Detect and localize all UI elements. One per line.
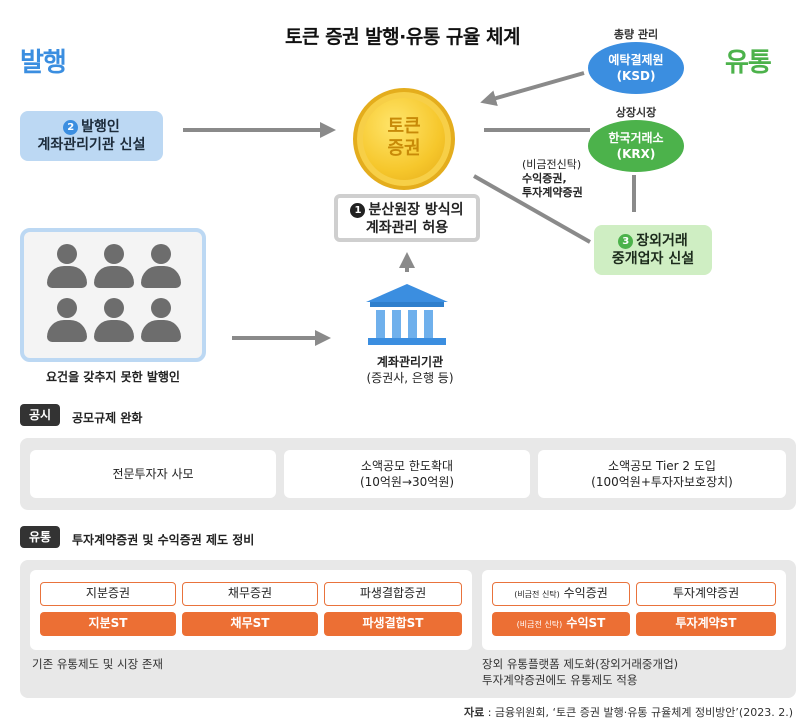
permission-line2: 계좌관리 허용 <box>365 220 449 236</box>
ksd-line2: (KSD) <box>616 69 656 83</box>
ksd-line1: 예탁결제원 <box>608 53 664 67</box>
public-card-3-line2: (100억원+투자자보호장치) <box>591 475 733 489</box>
public-card-2: 소액공모 한도확대 (10억원→30억원) <box>284 450 530 498</box>
dist-panel: 지분증권 채무증권 파생결합증권 지분ST 채무ST 파생결합ST 기존 유통제… <box>20 560 796 698</box>
step-number-2: 2 <box>63 120 79 135</box>
bank-icon <box>366 284 448 345</box>
krx-line2: (KRX) <box>616 147 656 161</box>
dist-section-heading: 투자계약증권 및 수익증권 제도 정비 <box>72 533 255 547</box>
otc-box-line1: 장외거래 <box>636 233 688 249</box>
public-card-3-line1: 소액공모 Tier 2 도입 <box>608 459 716 473</box>
otc-sec-line3: 투자계약증권 <box>522 186 583 199</box>
investment-contract-st-box: 투자계약ST <box>636 612 776 636</box>
page-title: 토큰 증권 발행·유통 규율 체계 <box>285 26 520 48</box>
public-card-2-line2: (10억원→30억원) <box>359 475 455 489</box>
new-securities-panel: (비금전 신탁) 수익증권 투자계약증권 (비금전 신탁) 수익ST 투자계약S… <box>482 570 786 650</box>
krx-caption: 상장시장 <box>615 106 657 119</box>
beneficiary-prefix: (비금전 신탁) <box>514 590 560 599</box>
new-caption-line2: 투자계약증권에도 유통제도 적용 <box>482 673 638 687</box>
derivative-st-box: 파생결합ST <box>324 612 462 636</box>
ksd-caption: 총량 관리 <box>613 28 659 41</box>
source-note: 자료 : 금융위원회, ‘토큰 증권 발행·유통 규율체계 정비방안’(2023… <box>464 704 793 720</box>
new-caption: 장외 유통플랫폼 제도화(장외거래중개업) 투자계약증권에도 유통제도 적용 <box>482 656 678 688</box>
arrow-ksd-to-token <box>480 71 585 106</box>
existing-securities-panel: 지분증권 채무증권 파생결합증권 지분ST 채무ST 파생결합ST <box>30 570 472 650</box>
source-label: 자료 <box>463 706 485 719</box>
public-card-2-line1: 소액공모 한도확대 <box>360 459 454 473</box>
public-panel: 전문투자자 사모 소액공모 한도확대 (10억원→30억원) 소액공모 Tier… <box>20 438 796 510</box>
bank-line2: (증권사, 은행 등) <box>366 371 454 385</box>
step-number-1: 1 <box>350 203 366 218</box>
person-icon <box>92 298 136 344</box>
beneficiary-st-prefix: (비금전 신탁) <box>516 620 563 629</box>
new-caption-line1: 장외 유통플랫폼 제도화(장외거래중개업) <box>482 657 679 671</box>
issuer-box-line1: 발행인 <box>81 119 120 135</box>
issue-side-label: 발행 <box>20 48 67 78</box>
permission-line1: 분산원장 방식의 <box>368 202 464 218</box>
person-icon <box>92 244 136 290</box>
step-number-3: 3 <box>618 234 634 249</box>
public-card-3: 소액공모 Tier 2 도입 (100억원+투자자보호장치) <box>538 450 786 498</box>
otc-sec-line2: 수익증권, <box>522 172 567 185</box>
source-text: : 금융위원회, ‘토큰 증권 발행·유통 규율체계 정비방안’(2023. 2… <box>484 706 793 719</box>
otc-securities-label: (비금전신탁) 수익증권, 투자계약증권 <box>522 158 612 200</box>
bank-line1: 계좌관리기관 <box>376 355 444 369</box>
coin-line1: 토큰 <box>387 116 421 137</box>
beneficiary-security-box: (비금전 신탁) 수익증권 <box>492 582 630 606</box>
people-caption: 요건을 갖추지 못한 발행인 <box>46 370 180 384</box>
public-section-heading: 공모규제 완화 <box>72 411 143 425</box>
derivative-security-box: 파생결합증권 <box>324 582 462 606</box>
person-icon <box>139 298 183 344</box>
person-icon <box>45 298 89 344</box>
token-security-coin: 토큰 증권 <box>353 88 455 190</box>
otc-box-line2: 중개업자 신설 <box>611 251 695 267</box>
public-section-tag: 공시 <box>20 404 60 426</box>
line-token-to-otc <box>473 174 591 244</box>
person-icon <box>139 244 183 290</box>
equity-st-box: 지분ST <box>40 612 176 636</box>
unqualified-issuers-panel <box>20 228 206 362</box>
person-icon <box>45 244 89 290</box>
krx-circle: 한국거래소 (KRX) <box>588 120 684 172</box>
coin-line2: 증권 <box>387 138 421 159</box>
krx-line1: 한국거래소 <box>608 131 664 145</box>
beneficiary-st-label: 수익ST <box>566 616 606 630</box>
public-card-1-line1: 전문투자자 사모 <box>112 467 194 481</box>
otc-sec-line1: (비금전신탁) <box>522 158 582 171</box>
ksd-circle: 예탁결제원 (KSD) <box>588 42 684 94</box>
dist-section-tag: 유통 <box>20 526 60 548</box>
beneficiary-st-box: (비금전 신탁) 수익ST <box>492 612 630 636</box>
distribution-side-label: 유통 <box>725 48 772 78</box>
investment-contract-box: 투자계약증권 <box>636 582 776 606</box>
issuer-box-line2: 계좌관리기관 신설 <box>37 137 146 153</box>
flow-arrows <box>183 71 636 346</box>
existing-caption: 기존 유통제도 및 시장 존재 <box>32 657 164 671</box>
equity-security-box: 지분증권 <box>40 582 176 606</box>
bank-label: 계좌관리기관 (증권사, 은행 등) <box>340 354 480 386</box>
beneficiary-label: 수익증권 <box>563 586 608 600</box>
debt-security-box: 채무증권 <box>182 582 318 606</box>
debt-st-box: 채무ST <box>182 612 318 636</box>
public-card-1: 전문투자자 사모 <box>30 450 276 498</box>
